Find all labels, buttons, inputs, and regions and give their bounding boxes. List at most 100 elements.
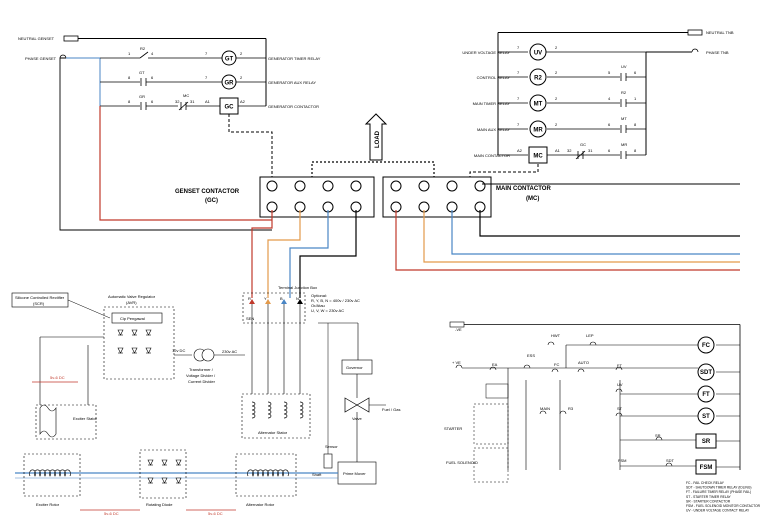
control-label: UV xyxy=(617,382,623,387)
svg-text:(GC): (GC) xyxy=(205,198,218,204)
sea-box xyxy=(485,383,509,399)
svg-text:FC: FC xyxy=(702,343,711,349)
svg-text:GENERATOR CONTACTOR: GENERATOR CONTACTOR xyxy=(268,104,319,109)
avr-box xyxy=(103,306,175,380)
svg-text:230v AC: 230v AC xyxy=(222,349,237,354)
svg-text:Silicone Controlled Rectifier: Silicone Controlled Rectifier xyxy=(15,295,65,300)
exciter-rotor xyxy=(23,453,81,497)
control-label: FC xyxy=(554,362,559,367)
control-label: MAIN xyxy=(540,406,550,411)
contact-symbol xyxy=(577,368,585,373)
svg-text:8: 8 xyxy=(634,148,637,153)
main-row-desc: CONTROL RELAY xyxy=(477,75,511,80)
exciter-stator xyxy=(35,404,97,440)
svg-text:4: 4 xyxy=(151,51,154,56)
svg-text:UV: UV xyxy=(534,51,542,57)
load-label: LOAD xyxy=(375,130,381,148)
svg-text:-VE: -VE xyxy=(455,327,462,332)
contact-mr: MR xyxy=(621,142,627,147)
main-row-desc: MAIN CONTACTOR xyxy=(474,153,510,158)
legend-entry: ST - STARTER TIMER RELAY xyxy=(686,495,732,499)
svg-text:Sensor: Sensor xyxy=(325,444,338,449)
phase-terminal-arrow xyxy=(297,299,303,304)
sensor-box xyxy=(323,453,333,469)
diode-icon xyxy=(131,347,138,354)
interlock-mc: MC xyxy=(183,93,189,98)
svg-text:6: 6 xyxy=(151,75,154,80)
svg-text:Prime Mover: Prime Mover xyxy=(343,471,366,476)
svg-text:GR: GR xyxy=(225,81,235,87)
rotor-coil xyxy=(247,469,289,477)
svg-text:2: 2 xyxy=(240,51,243,56)
svg-text:Current Divider: Current Divider xyxy=(188,379,216,384)
main-row-desc: UNDER VOLTAGE RELAY xyxy=(462,50,510,55)
contact-symbol xyxy=(655,436,663,441)
svg-text:5v-6 DC: 5v-6 DC xyxy=(50,375,65,380)
svg-text:GC: GC xyxy=(225,105,235,111)
svg-text:6: 6 xyxy=(608,148,611,153)
stator-coil xyxy=(299,401,304,419)
phase-letter: B xyxy=(280,296,283,301)
svg-text:MT: MT xyxy=(534,102,543,108)
contactor-terminal xyxy=(390,180,402,192)
svg-text:1: 1 xyxy=(634,96,637,101)
svg-text:MC: MC xyxy=(533,154,543,160)
contact-symbol xyxy=(489,366,497,371)
contact-symbol xyxy=(589,341,597,346)
main-row-desc: MAIN AUX RELAY xyxy=(477,127,510,132)
legend-entry: FSM - FUEL SOLENOID MONITOR CONTACTOR xyxy=(686,504,761,508)
svg-text:6: 6 xyxy=(608,122,611,127)
contactors: LOAD GENSET CONTACTOR (GC) MAIN CONTACTO… xyxy=(175,113,551,218)
stator-coil xyxy=(267,401,272,419)
legend-entry: SR - STARTER CONTACTOR xyxy=(686,499,731,503)
contact-symbol xyxy=(615,388,623,393)
stator-coil xyxy=(251,401,256,419)
contactor-terminal xyxy=(446,180,458,192)
svg-text:(MC): (MC) xyxy=(526,196,539,202)
control-label: ESS xyxy=(527,353,535,358)
avr-diode-bridge xyxy=(117,329,152,354)
diode-icon xyxy=(147,459,154,466)
svg-text:A2: A2 xyxy=(517,148,523,153)
svg-text:2: 2 xyxy=(555,122,558,127)
contact-symbol xyxy=(665,462,673,467)
phase-letter: R xyxy=(248,296,251,301)
coil-st xyxy=(697,407,715,425)
phase-terminal-arrow xyxy=(265,299,271,304)
svg-text:Terminal Junction Box: Terminal Junction Box xyxy=(278,285,317,290)
diode-icon xyxy=(175,477,182,484)
main-contactor-block xyxy=(382,176,492,218)
contact-uv: UV xyxy=(621,64,627,69)
generator-section: Silicone Controlled Rectifier (SCR) Auto… xyxy=(11,285,400,516)
contactor-terminal xyxy=(350,180,362,192)
svg-text:2: 2 xyxy=(240,75,243,80)
svg-text:31: 31 xyxy=(190,99,195,104)
load-arrow xyxy=(364,113,388,161)
main-ladder: NEUTRAL TNB PHASE TNB UNDER VOLTAGE RELA… xyxy=(462,29,734,178)
genset-contactor-title: GENSET CONTACTOR xyxy=(175,189,240,195)
terminal-junction-box xyxy=(242,292,306,324)
alternator-rotor xyxy=(235,453,297,497)
svg-text:FT: FT xyxy=(702,392,710,398)
pin-pengawal-box xyxy=(111,312,163,324)
svg-text:Fuel / Gas: Fuel / Gas xyxy=(382,407,400,412)
svg-text:2: 2 xyxy=(555,45,558,50)
control-label: LEP xyxy=(586,333,594,338)
svg-text:4: 4 xyxy=(608,96,611,101)
contact-gt: GT xyxy=(139,70,145,75)
svg-text:7: 7 xyxy=(517,96,520,101)
svg-text:32: 32 xyxy=(175,99,180,104)
svg-text:Exciter Stator: Exciter Stator xyxy=(73,416,98,421)
diode-icon xyxy=(145,347,152,354)
starter-box xyxy=(473,403,509,445)
contact-r2: R2 xyxy=(621,90,627,95)
coil-ft xyxy=(697,385,715,403)
svg-text:ST: ST xyxy=(702,414,710,420)
phase-fuse-symbol xyxy=(59,54,67,59)
contact-symbol xyxy=(615,412,623,417)
svg-text:31: 31 xyxy=(588,148,593,153)
phase-tnb-label: PHASE TNB xyxy=(706,50,729,55)
contact-r2: R2 xyxy=(140,46,146,51)
svg-text:5: 5 xyxy=(608,70,611,75)
